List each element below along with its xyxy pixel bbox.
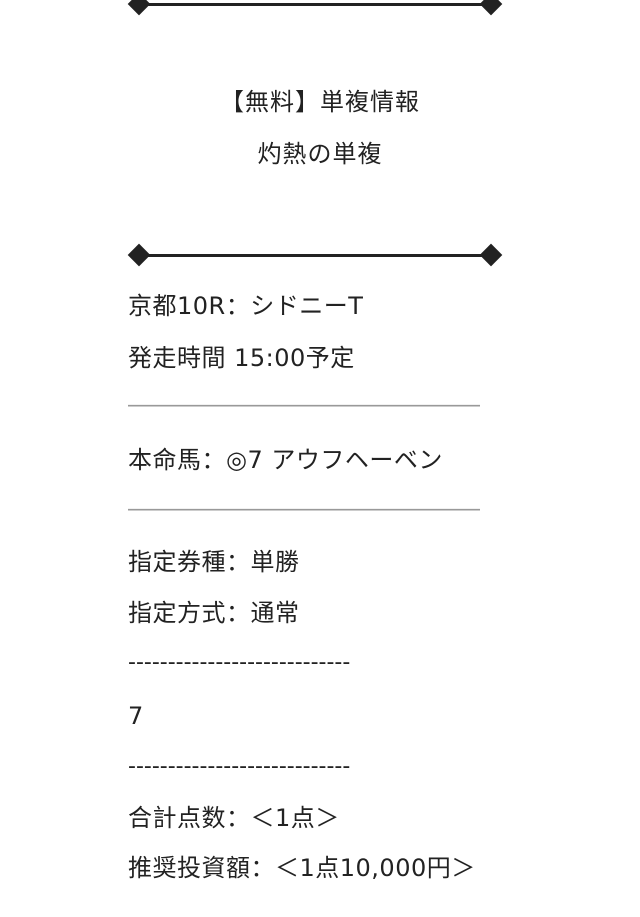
dash-separator: ---------------------------- — [128, 754, 351, 779]
selection-number: 7 — [128, 702, 144, 730]
dash-separator: ---------------------------- — [128, 650, 351, 675]
race-start-time: 発走時間 15:00予定 — [128, 344, 355, 372]
divider-bar — [140, 3, 490, 6]
bet-method: 指定方式：通常 — [128, 599, 300, 627]
diamond-icon — [479, 243, 503, 267]
page-subtitle: 灼熱の単複 — [257, 140, 383, 168]
section-divider — [127, 243, 503, 267]
separator-line: ―――――――――――――――― — [128, 497, 480, 522]
divider-bar — [140, 254, 490, 257]
ticket-type: 指定券種：単勝 — [128, 548, 300, 576]
top-divider — [127, 0, 503, 16]
diamond-icon — [479, 0, 503, 16]
recommended-amount: 推奨投資額：＜1点10,000円＞ — [128, 854, 476, 882]
main-horse-pick: 本命馬：◎7 アウフヘーベン — [128, 446, 443, 474]
separator-line: ―――――――――――――――― — [128, 393, 480, 418]
total-points: 合計点数：＜1点＞ — [128, 804, 340, 832]
page-title: 【無料】単複情報 — [220, 88, 420, 116]
race-venue: 京都10R：シドニーT — [128, 292, 364, 320]
